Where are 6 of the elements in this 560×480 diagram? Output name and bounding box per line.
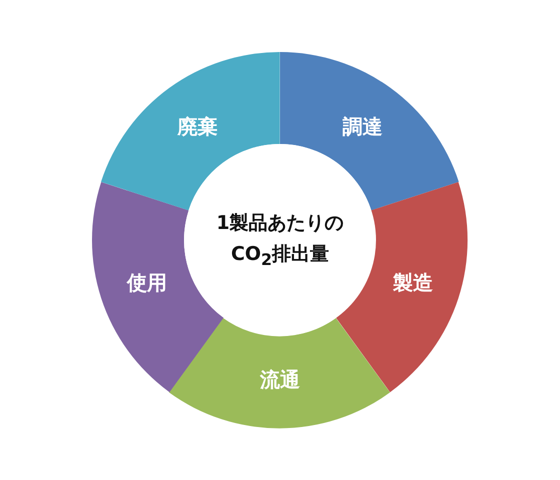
center-label: 1製品あたりのCO$_{2}$排出量 <box>215 211 345 270</box>
segment-label: 廃棄 <box>178 113 218 140</box>
segment-label: 使用 <box>126 270 167 297</box>
segment-label: 流通 <box>260 366 300 394</box>
segment-label: 製造 <box>393 270 434 297</box>
segment-label: 調達 <box>342 113 382 140</box>
